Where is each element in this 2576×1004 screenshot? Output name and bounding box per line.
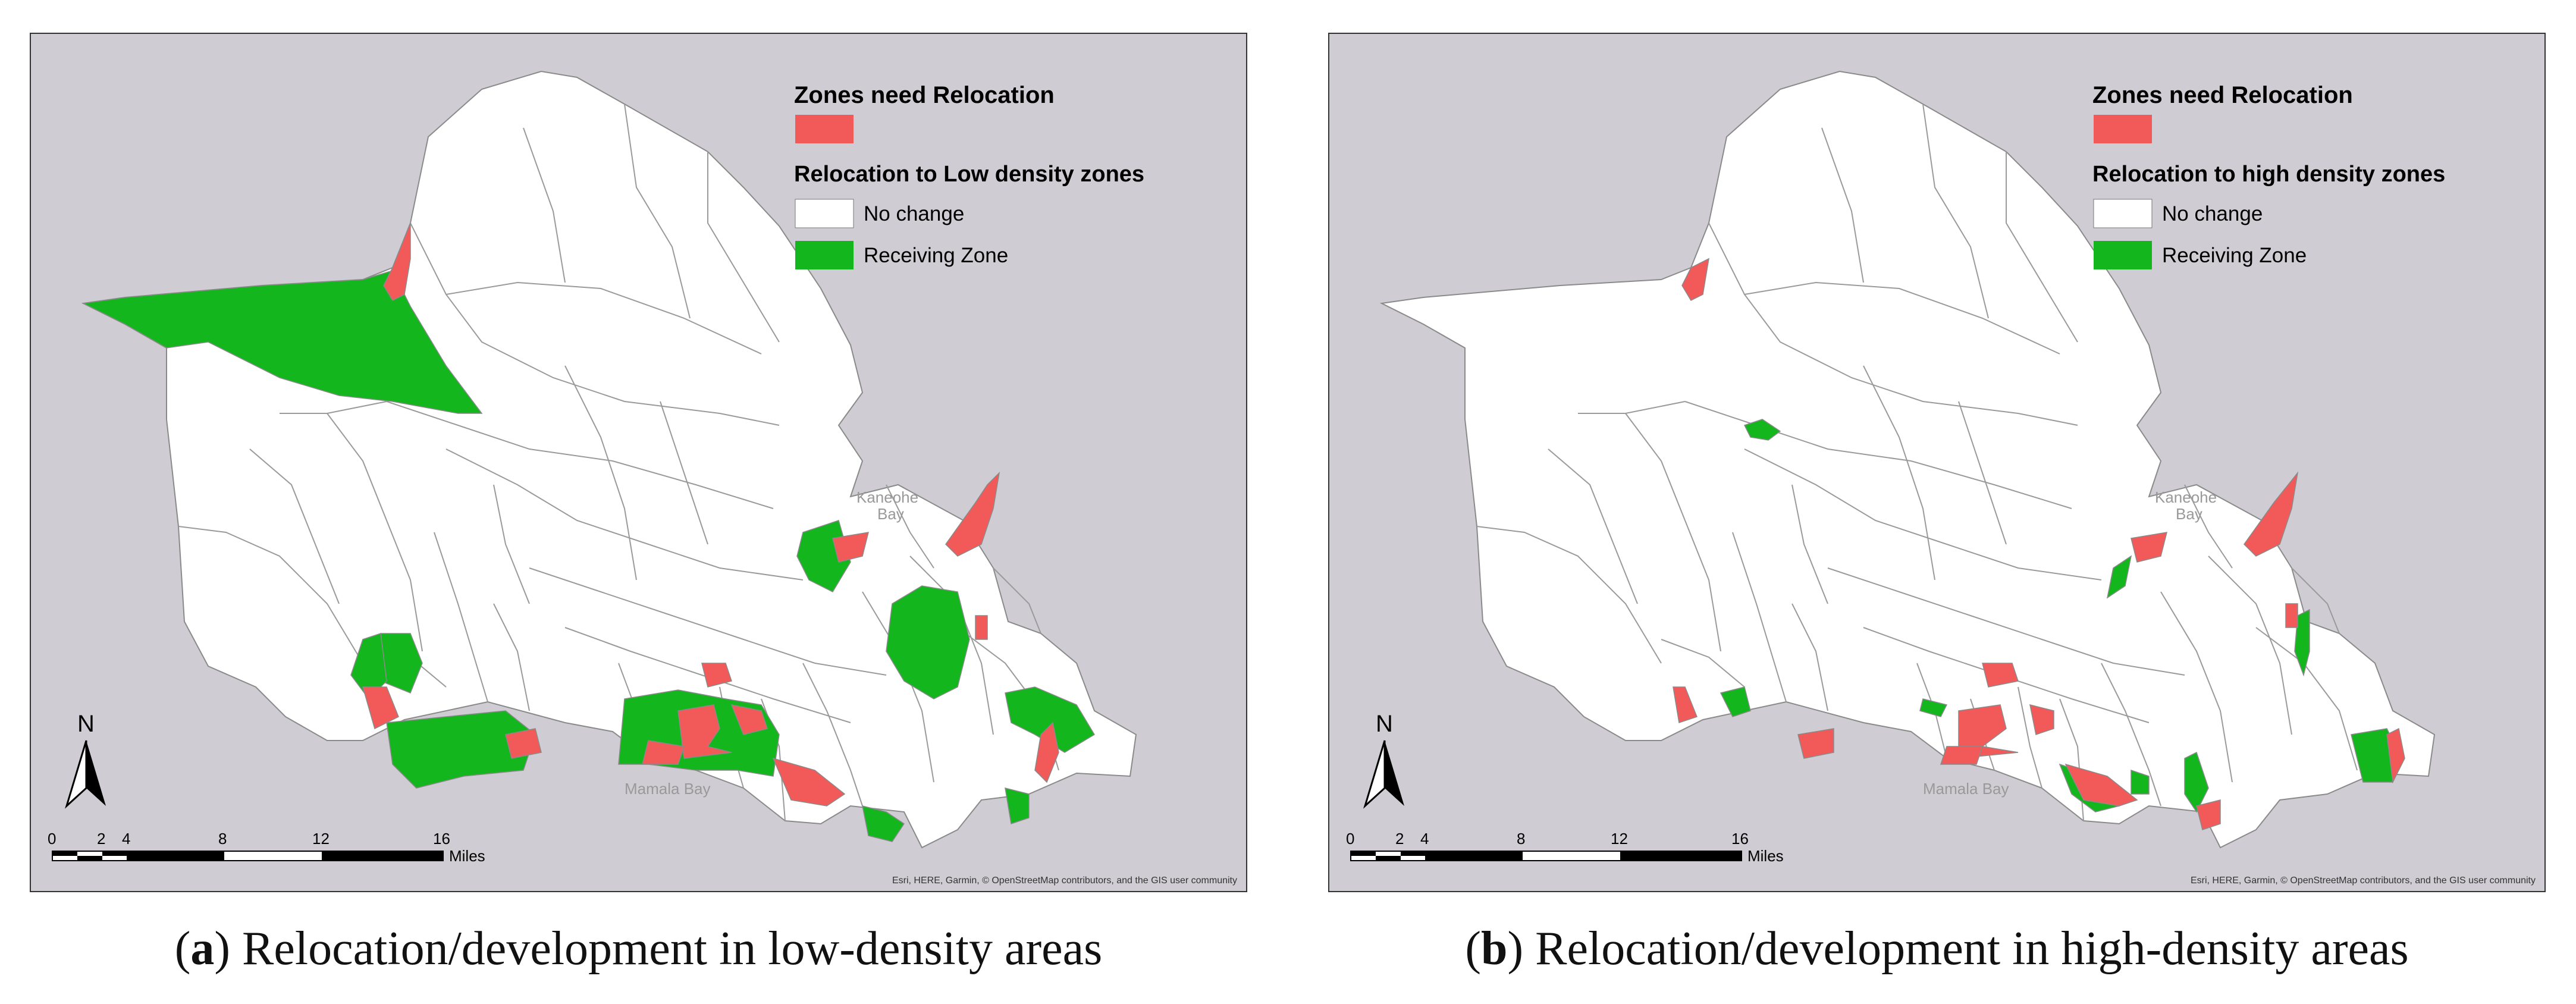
scale-unit: Miles xyxy=(1747,847,1784,865)
north-arrow: N xyxy=(65,711,106,809)
zone-kailua-red xyxy=(975,615,988,640)
zone-north-shore xyxy=(81,270,483,414)
scale-tick-16: 16 xyxy=(433,830,450,848)
zone-honolulu-red xyxy=(772,757,846,807)
scale-tick-0: 0 xyxy=(48,830,56,848)
legend-subtitle: Relocation to Low density zones xyxy=(794,162,1144,187)
map-b: Zones need Relocation Relocation to high… xyxy=(1328,33,2546,892)
legend-swatch-no-change xyxy=(2093,199,2153,228)
zone-ewa xyxy=(386,710,536,789)
caption-b: (b) Relocation/development in high-densi… xyxy=(1465,923,2409,975)
legend-title: Zones need Relocation xyxy=(2092,82,2353,108)
scale-tick-0: 0 xyxy=(1346,830,1354,848)
zone-salt-lake-red xyxy=(701,663,732,688)
receiving-zones xyxy=(1720,419,2399,813)
zone-kailua-red xyxy=(2285,603,2298,628)
scale-tick-16: 16 xyxy=(1731,830,1749,848)
scale-tick-8: 8 xyxy=(1517,830,1525,848)
zone-pearl-red-1 xyxy=(677,704,732,759)
map-credit: Esri, HERE, Garmin, © OpenStreetMap cont… xyxy=(892,876,1237,886)
zone-salt-lake-red xyxy=(1982,663,2019,688)
legend-label-no-change: No change xyxy=(2162,202,2263,225)
zone-pearl-green xyxy=(1919,698,1948,717)
north-label: N xyxy=(77,711,95,737)
zone-kahaluu-red xyxy=(2244,471,2299,557)
north-arrow: N xyxy=(1363,711,1404,809)
zone-kailua-green xyxy=(2294,608,2310,677)
zone-kaneohe-red xyxy=(2131,532,2168,563)
scale-tick-8: 8 xyxy=(218,830,227,848)
water-label-kaneohe: Kaneohe xyxy=(2155,488,2217,506)
north-arrow-left-icon xyxy=(86,741,106,806)
legend-swatch-no-change xyxy=(795,199,854,228)
map-panel-b: Zones need Relocation Relocation to high… xyxy=(1328,33,2546,892)
water-label-mamala: Mamala Bay xyxy=(1923,780,2009,798)
zone-wahiawa xyxy=(1743,419,1781,441)
zone-waimanalo-red xyxy=(2386,727,2405,784)
scale-tick-12: 12 xyxy=(312,830,330,848)
zone-ewa-red xyxy=(1797,728,1834,759)
legend-title: Zones need Relocation xyxy=(794,82,1055,108)
caption-letter: a xyxy=(190,923,215,975)
zone-hawaii-kai-1 xyxy=(862,805,905,842)
zone-pearl-red-2 xyxy=(642,740,685,765)
legend: Zones need Relocation Relocation to high… xyxy=(2092,82,2445,269)
water-label-mamala: Mamala Bay xyxy=(625,780,711,798)
legend-swatch-receiving xyxy=(2094,241,2152,269)
zone-kahaluu-red xyxy=(945,471,1000,557)
zone-kapahulu-green xyxy=(2131,769,2150,795)
scale-bar: 0 2 4 8 12 16 Miles xyxy=(48,830,485,865)
legend-label-no-change: No change xyxy=(864,202,964,225)
north-arrow-left-icon xyxy=(1385,741,1404,806)
legend: Zones need Relocation Relocation to Low … xyxy=(794,82,1144,269)
legend-swatch-relocation xyxy=(795,115,854,143)
zone-honolulu-red xyxy=(2064,763,2138,807)
scale-tick-4: 4 xyxy=(122,830,130,848)
zone-kaneohe-green xyxy=(2106,555,2132,599)
caption-letter: b xyxy=(1481,923,1508,975)
north-label: N xyxy=(1376,711,1393,737)
zone-north-red xyxy=(1681,258,1709,301)
scale-tick-4: 4 xyxy=(1420,830,1429,848)
zone-hawaii-kai-red xyxy=(2196,799,2221,830)
scale-tick-2: 2 xyxy=(97,830,105,848)
caption-a: (a) Relocation/development in low-densit… xyxy=(174,923,1103,975)
receiving-zones xyxy=(81,270,1096,842)
scale-tick-2: 2 xyxy=(1395,830,1404,848)
legend-label-receiving: Receiving Zone xyxy=(2162,244,2307,267)
water-label-bay: Bay xyxy=(877,505,904,523)
zone-pearl-red-2 xyxy=(1940,746,1984,765)
zone-pearl-red-3 xyxy=(2029,704,2054,735)
zone-hawaii-kai-2 xyxy=(1005,787,1030,824)
zone-west-red xyxy=(1673,686,1698,723)
zone-west-red xyxy=(362,686,399,730)
north-arrow-right-icon xyxy=(1363,740,1386,809)
caption-text: Relocation/development in low-density ar… xyxy=(242,923,1103,975)
zone-ewa-red xyxy=(505,728,542,759)
zone-pearl-red-3 xyxy=(730,704,768,735)
zone-waimanalo xyxy=(1005,686,1096,753)
legend-swatch-receiving xyxy=(795,241,854,269)
map-panel-a: Zones need Relocation Relocation to Low … xyxy=(30,33,1247,892)
scale-unit: Miles xyxy=(449,847,485,865)
zone-kaneohe-red xyxy=(832,532,870,563)
legend-swatch-relocation xyxy=(2094,115,2152,143)
water-label-kaneohe: Kaneohe xyxy=(856,488,918,506)
scale-tick-12: 12 xyxy=(1611,830,1628,848)
relocation-zones xyxy=(1673,258,2405,830)
water-label-bay: Bay xyxy=(2176,505,2202,523)
zone-hawaii-kai-green xyxy=(2184,751,2209,813)
zone-north-red xyxy=(383,222,411,301)
relocation-zones xyxy=(362,222,1059,807)
zone-kailua xyxy=(886,585,970,699)
legend-subtitle: Relocation to high density zones xyxy=(2092,162,2445,187)
legend-label-receiving: Receiving Zone xyxy=(864,244,1008,267)
zone-west-green xyxy=(1720,686,1751,717)
map-credit: Esri, HERE, Garmin, © OpenStreetMap cont… xyxy=(2191,876,2536,886)
zone-waimanalo-red xyxy=(1034,721,1059,783)
caption-text: Relocation/development in high-density a… xyxy=(1535,923,2409,975)
scale-bar: 0 2 4 8 12 16 Miles xyxy=(1346,830,1784,865)
map-a: Zones need Relocation Relocation to Low … xyxy=(30,33,1247,892)
north-arrow-right-icon xyxy=(65,740,87,809)
